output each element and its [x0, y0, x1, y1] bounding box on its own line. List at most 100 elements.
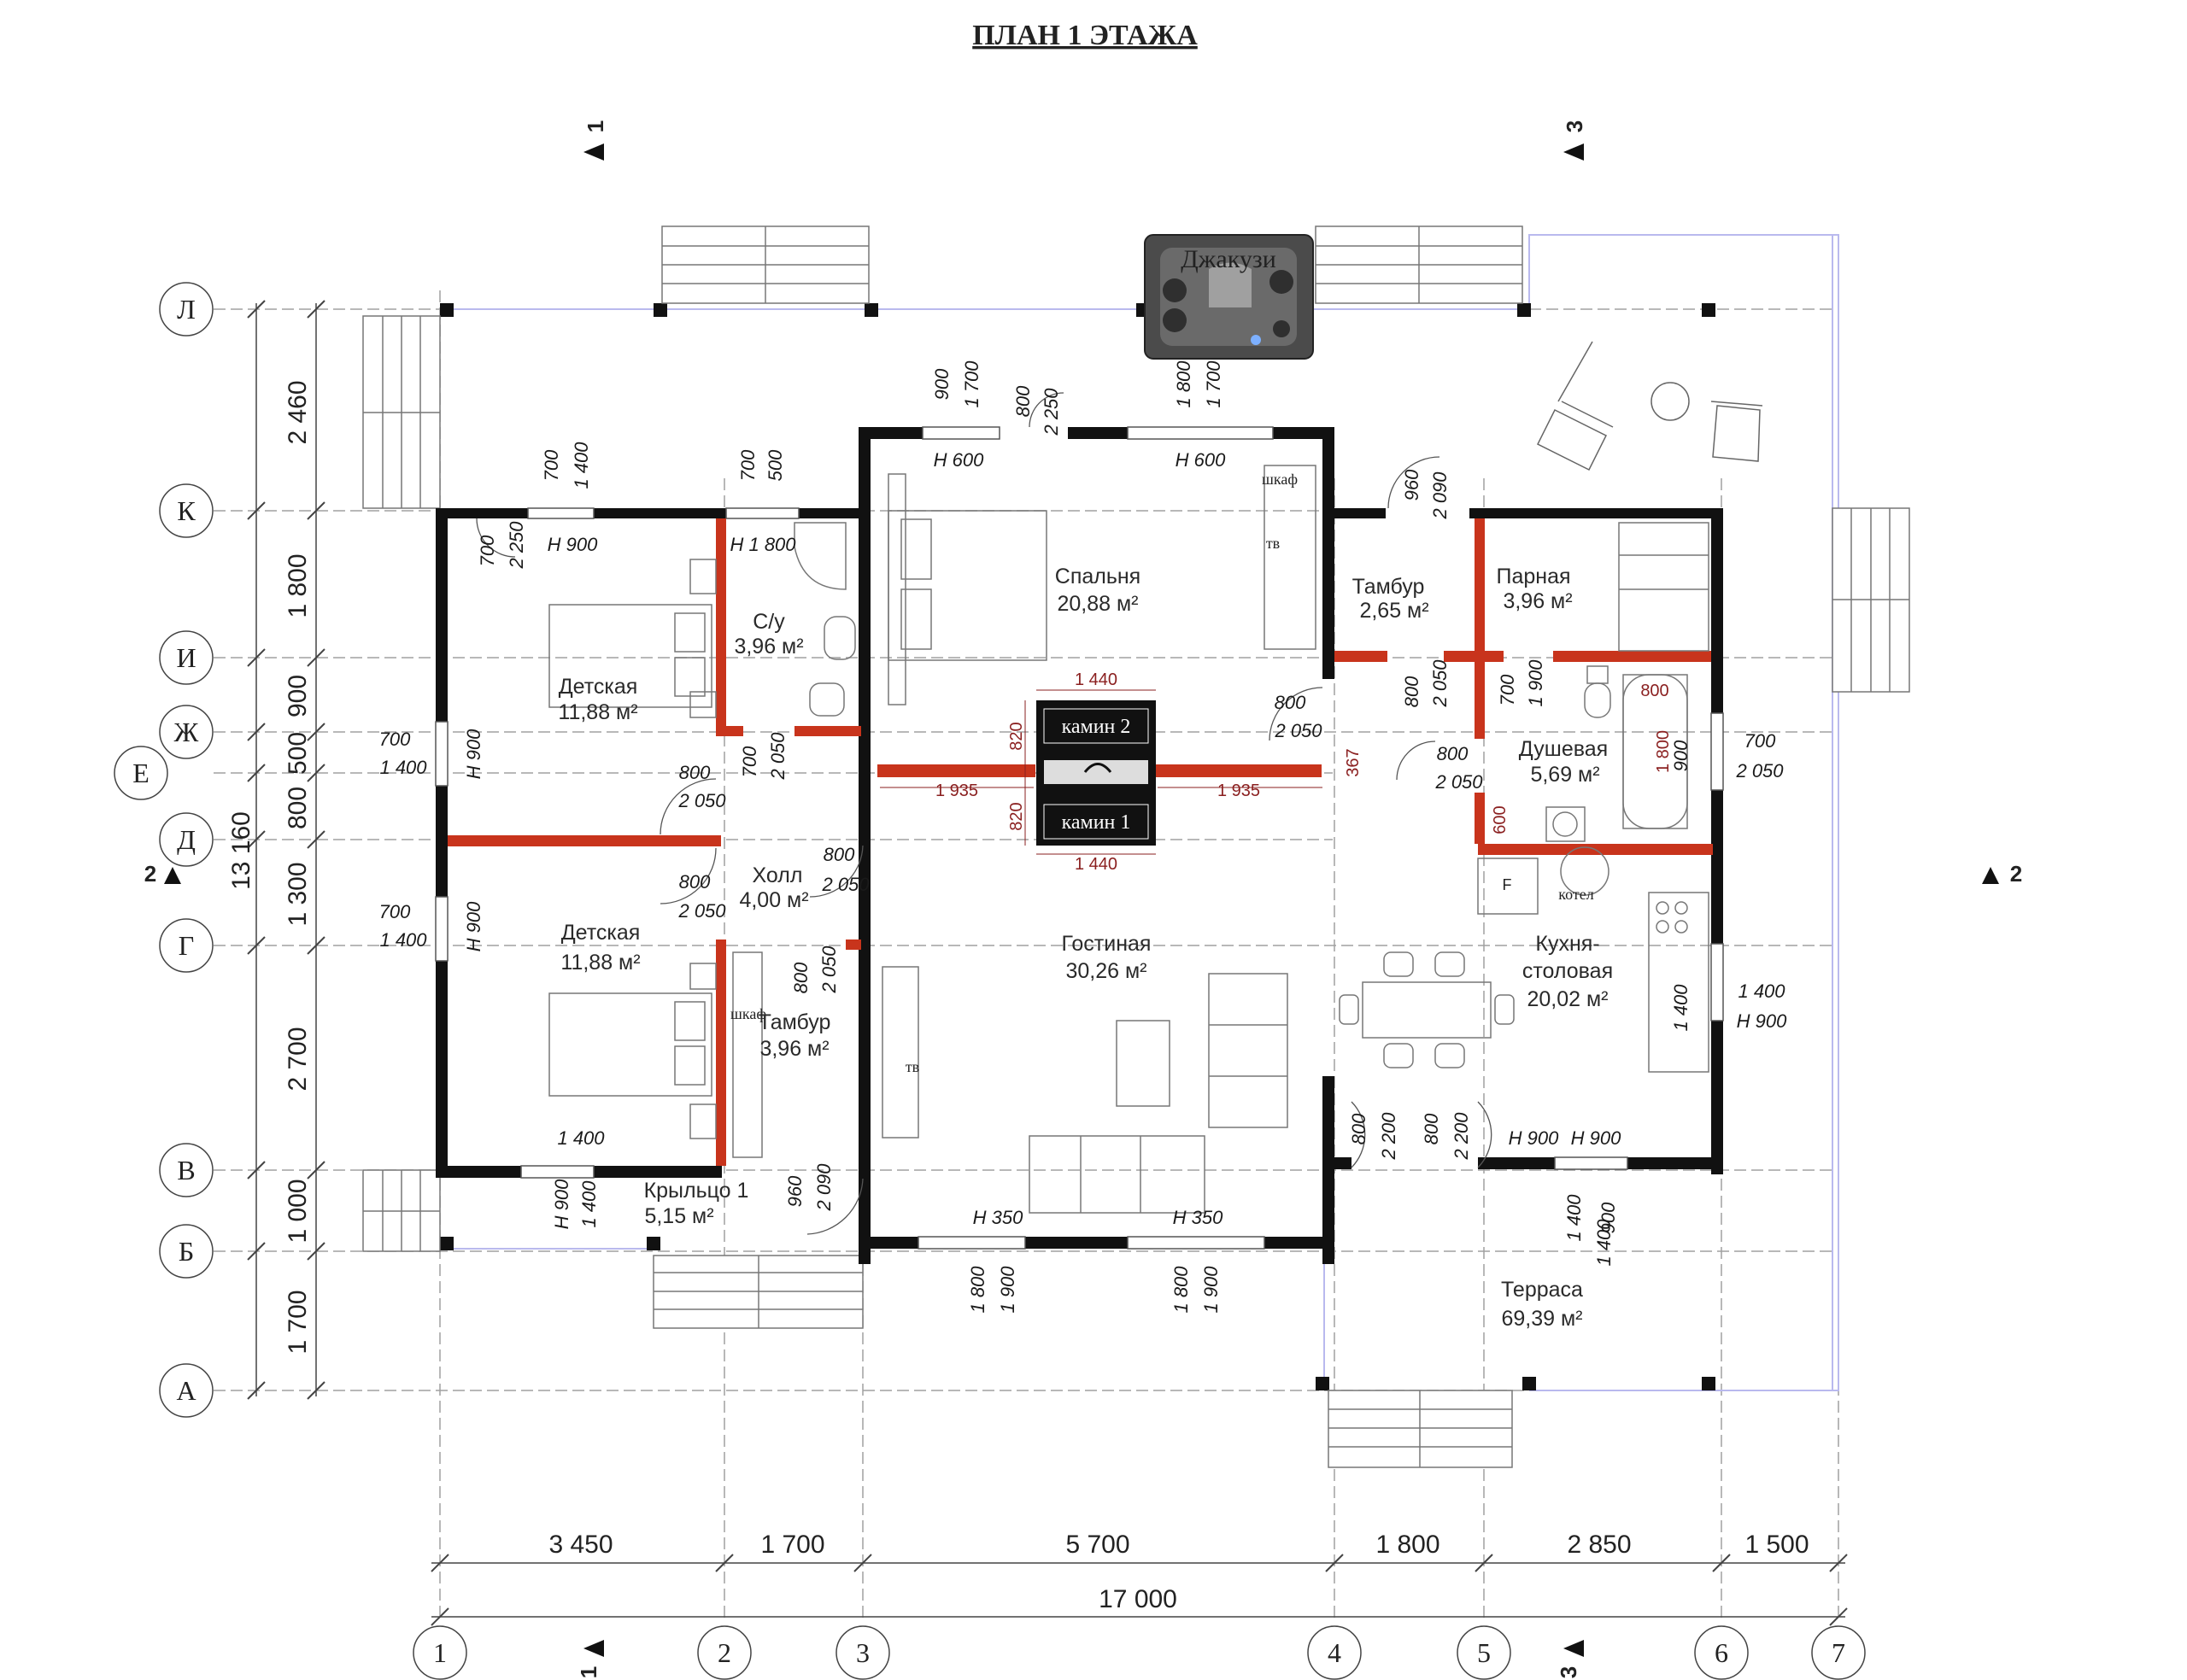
furniture — [548, 465, 1709, 1214]
fireplace-2-label: камин 2 — [1062, 716, 1131, 738]
dim-bottom-overall: 17 000 — [1099, 1585, 1177, 1613]
wdim-32: 700 — [379, 901, 411, 922]
wdim-9: 700 — [541, 449, 562, 481]
wdim-15: Н 900 — [548, 534, 598, 555]
wdim-18: 2 090 — [1429, 471, 1451, 520]
axis-row-d: Д — [177, 824, 196, 855]
axis-col-1: 1 — [433, 1637, 447, 1668]
wdim-40: 1 900 — [1525, 659, 1546, 707]
fridge-label: F — [1503, 876, 1512, 893]
wdim-4: 2 250 — [1041, 388, 1062, 436]
wdim-61: 1 900 — [1200, 1266, 1222, 1314]
wdim-39: 700 — [1497, 674, 1518, 705]
wdim-1: 900 — [931, 368, 953, 400]
wdim-31: 2 050 — [818, 945, 840, 994]
wdim-14: 2 250 — [506, 521, 527, 570]
wdim-10: 1 400 — [571, 442, 592, 489]
room-porch-name: Крыльцо 1 — [644, 1179, 749, 1203]
wdim-7: Н 600 — [934, 449, 984, 471]
room-kitchen-name: Кухня- — [1535, 932, 1599, 956]
left-dimension-chain — [247, 300, 325, 1400]
dim-left-2: 1 800 — [284, 553, 312, 618]
exterior-windows — [435, 426, 1724, 1250]
dim-left-7: 2 700 — [284, 1027, 312, 1091]
dim-left-5: 800 — [284, 787, 312, 829]
grid-lines — [214, 290, 1839, 1623]
axis-col-5: 5 — [1477, 1637, 1491, 1668]
fire-dim-side: 367 — [1344, 748, 1363, 776]
room-living-name: Гостиная — [1062, 932, 1152, 956]
room-wc-area: 3,96 м² — [734, 635, 803, 659]
wdim-13: 700 — [477, 535, 498, 566]
wdim-58: 1 800 — [967, 1266, 988, 1314]
section-1-bottom-arrow-icon — [583, 1640, 604, 1657]
wdim-55: 2 090 — [813, 1163, 835, 1212]
section-label-3-top: 3 — [1562, 120, 1587, 132]
bedroom-wardrobe-label: шкаф — [1262, 471, 1298, 488]
wdim-3: 800 — [1012, 385, 1034, 417]
wdim-26: 800 — [679, 871, 711, 893]
fire-dim-top: 1 440 — [1075, 670, 1117, 689]
room-terrace-area: 69,39 м² — [1501, 1307, 1582, 1331]
dim-left-9: 1 700 — [284, 1290, 312, 1354]
room-porch-area: 5,15 м² — [644, 1204, 713, 1228]
column-axis-labels: 1 2 3 4 5 6 7 — [433, 1637, 1845, 1668]
room-steam-name: Парная — [1496, 565, 1570, 588]
axis-col-4: 4 — [1328, 1637, 1341, 1668]
wdim-44: 2 050 — [1735, 760, 1784, 781]
section-3-bottom-arrow-icon — [1563, 1640, 1584, 1657]
room-kitchen-name2: столовая — [1522, 959, 1613, 983]
room-tambur2-area: 2,65 м² — [1359, 599, 1428, 623]
wdim-30: 800 — [790, 962, 812, 993]
wdim-57: Н 350 — [1173, 1207, 1223, 1228]
section-2-left-arrow-icon — [164, 867, 181, 884]
axis-col-7: 7 — [1832, 1637, 1845, 1668]
room-terrace-name: Терраса — [1501, 1278, 1583, 1302]
column-axis-bubbles — [413, 1625, 1866, 1680]
room-kids2-area: 11,88 м² — [560, 951, 640, 975]
wdim-24: 700 — [739, 746, 760, 777]
section-2-right-arrow-icon — [1982, 867, 1999, 884]
room-hall-name: Холл — [753, 863, 803, 887]
wdim-25: 2 050 — [767, 732, 789, 781]
wdim-37: 800 — [1401, 676, 1422, 707]
wdim-43: 700 — [1744, 730, 1776, 752]
wdim-67: 900 — [1598, 1202, 1619, 1233]
room-steam-area: 3,96 м² — [1503, 589, 1572, 613]
axis-row-v: В — [177, 1155, 195, 1185]
wdim-8: Н 600 — [1176, 449, 1226, 471]
wdim-27: 2 050 — [677, 900, 726, 922]
room-living-area: 30,26 м² — [1065, 959, 1146, 983]
room-kids1-name: Детская — [559, 675, 638, 699]
wdim-42: 2 050 — [1434, 771, 1483, 793]
wdim-59: 1 900 — [997, 1266, 1018, 1314]
plan-title: ПЛАН 1 ЭТАЖА — [972, 20, 1198, 51]
room-tambur1-area: 3,96 м² — [759, 1037, 829, 1061]
wdim-50: Н 900 — [1571, 1127, 1621, 1149]
fire-dim-left-top: 820 — [1007, 722, 1026, 750]
wdim-34: Н 900 — [463, 901, 484, 951]
dim-bottom-6: 1 500 — [1744, 1531, 1809, 1559]
dim-bottom-4: 1 800 — [1375, 1531, 1439, 1559]
wdim-60: 1 800 — [1170, 1266, 1192, 1314]
dim-left-overall: 13 160 — [227, 811, 255, 890]
wdim-20: 1 400 — [379, 757, 427, 778]
fireplace-dimension-lines — [880, 689, 1322, 855]
axis-col-2: 2 — [718, 1637, 731, 1668]
room-kitchen-area: 20,02 м² — [1527, 987, 1608, 1011]
wdim-56: Н 350 — [973, 1207, 1023, 1228]
dim-bottom-2: 1 700 — [760, 1531, 824, 1559]
exterior-walls — [436, 427, 1723, 1264]
dim-left-1: 2 460 — [284, 380, 312, 444]
wdim-53: 1 400 — [1563, 1194, 1585, 1242]
wdim-21: Н 900 — [463, 729, 484, 779]
axis-row-e: Е — [132, 758, 150, 788]
fire-dim-left-run: 1 935 — [935, 781, 978, 800]
dim-bottom-1: 3 450 — [548, 1531, 613, 1559]
axis-row-g: Г — [179, 930, 195, 961]
wdim-63: 2 200 — [1378, 1112, 1399, 1161]
axis-row-zh: Ж — [174, 717, 199, 747]
wdim-23: 2 050 — [677, 790, 726, 811]
room-shower-area: 5,69 м² — [1530, 763, 1599, 787]
